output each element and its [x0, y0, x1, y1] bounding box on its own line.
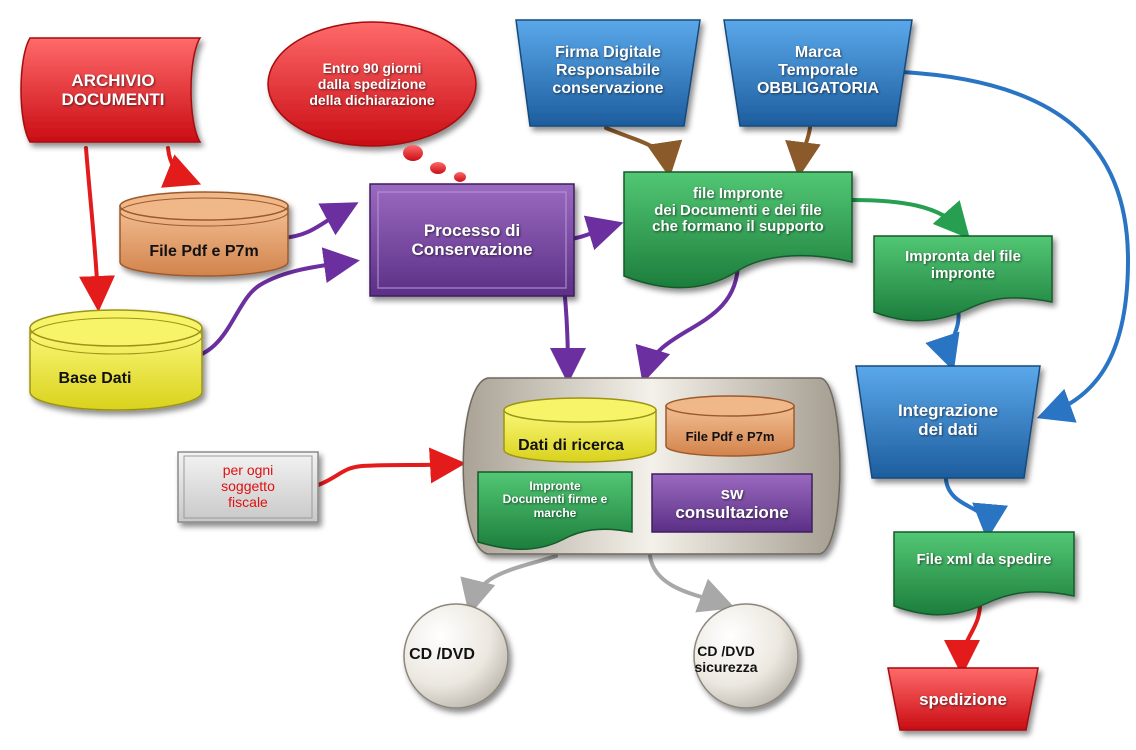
base-dati-label: Base Dati: [58, 370, 132, 388]
integrazione-dati-label: Integrazione dei dati: [897, 400, 999, 439]
arrow-impronta-to-integrazione: [925, 308, 961, 372]
arrow-disco-to-cd-sicurezza: [648, 554, 736, 613]
processo-conservazione-label: Processo di Conservazione: [411, 220, 533, 259]
entro-90-giorni-label: Entro 90 giorni dalla spedizione della d…: [309, 60, 435, 108]
arrow-basedati-to-processo: [188, 247, 360, 360]
marca-temporale-shape: [723, 19, 913, 127]
impronte-documenti-shape: [477, 471, 633, 550]
arrow-marca-to-fileimpronte: [785, 126, 821, 178]
arrow-firma-to-fileimpronte: [604, 126, 683, 178]
sw-consultazione-label: sw consultazione: [675, 483, 789, 522]
spedizione-label: spedizione: [919, 690, 1007, 710]
thought-dot-2: [430, 162, 446, 174]
arrow-fileimpronte-to-impronta: [850, 198, 970, 240]
sw-consultazione-box: [651, 473, 813, 533]
file-pdf-small-cylinder: [665, 395, 795, 457]
archivio-documenti-shape: [20, 37, 202, 143]
thought-bubble: [267, 21, 477, 147]
thought-dot-1: [403, 145, 423, 161]
firma-digitale-label: Firma Digitale Responsabile conservazion…: [552, 44, 664, 97]
dati-ricerca-label: Dati di ricerca: [518, 437, 624, 455]
file-xml-label: File xml da spedire: [916, 550, 1052, 568]
cd-dvd-sicurezza-label: CD /DVD sicurezza: [694, 643, 758, 675]
marca-temporale-label: Marca Temporale OBBLIGATORIA: [756, 44, 880, 97]
file-impronte-label: file Impronte dei Documenti e dei file c…: [652, 184, 824, 236]
file-pdf-small-label: File Pdf e P7m: [685, 428, 775, 444]
arrow-disco-to-cd: [460, 554, 558, 616]
arrow-marca-to-integrazione: [900, 70, 1131, 423]
impronta-file-shape: [873, 235, 1053, 322]
per-ogni-card: [177, 451, 319, 523]
per-ogni-soggetto-label: per ogni soggetto fiscale: [221, 462, 275, 510]
dati-ricerca-cylinder: [503, 397, 657, 463]
processo-box: [369, 183, 575, 297]
file-impronte-shape: [623, 171, 853, 289]
integrazione-shape: [855, 365, 1041, 479]
file-pdf-cylinder: [119, 191, 289, 277]
arrow-integrazione-to-filexml: [944, 478, 1008, 540]
impronte-documenti-label: Impronte Documenti firme e marche: [502, 478, 608, 520]
archivio-documenti-label: ARCHIVIO DOCUMENTI: [61, 70, 165, 109]
arrow-perogni-to-disco: [308, 447, 466, 490]
spedizione-shape: [887, 667, 1039, 731]
impronta-file-impronte-label: Impronta del file impronte: [905, 248, 1021, 282]
thought-dot-3: [454, 172, 466, 182]
arrow-archivio-to-basedati: [79, 146, 116, 312]
cd-dvd-disc: [403, 603, 509, 709]
firma-digitale-shape: [515, 19, 701, 127]
arrow-filepdf-to-processo: [280, 202, 359, 240]
arrow-fileimpronte-to-disco: [635, 260, 740, 384]
file-xml-shape: [893, 531, 1075, 616]
file-pdf-label: File Pdf e P7m: [149, 243, 259, 261]
cd-dvd-label: CD /DVD: [409, 646, 475, 664]
cd-dvd-sicurezza-disc: [693, 603, 799, 709]
arrow-archivio-to-filepdf: [161, 146, 202, 188]
base-dati-cylinder: [29, 309, 203, 411]
